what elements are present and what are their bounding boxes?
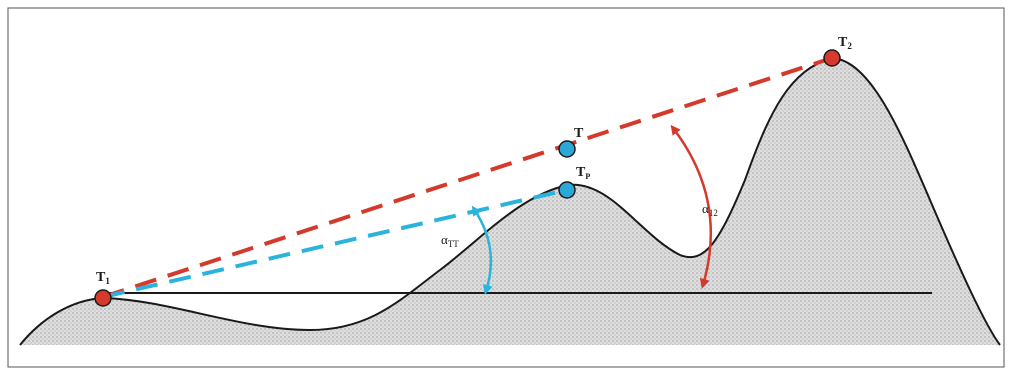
angle-alpha12-label: α12 <box>702 201 718 218</box>
sight-line-t1-tp <box>102 188 568 299</box>
point-t-label: T <box>574 126 584 141</box>
point-t-marker <box>558 140 576 158</box>
point-tp-marker <box>558 181 576 199</box>
point-t2-label: T2 <box>838 35 852 51</box>
angle-arc-alphatt <box>471 205 493 295</box>
point-t1-marker <box>94 289 112 307</box>
sight-line-t1-t2 <box>102 56 833 299</box>
point-t2-marker <box>823 49 841 67</box>
angle-alphatt-label: αTT <box>441 232 459 249</box>
terrain-outline <box>19 56 1001 346</box>
terrain-profile <box>20 58 1000 345</box>
point-t1-label: T1 <box>96 270 110 286</box>
diagram-frame <box>7 7 1005 368</box>
angle-arc-alpha12 <box>670 124 713 289</box>
point-tp-label: TP <box>576 165 590 181</box>
